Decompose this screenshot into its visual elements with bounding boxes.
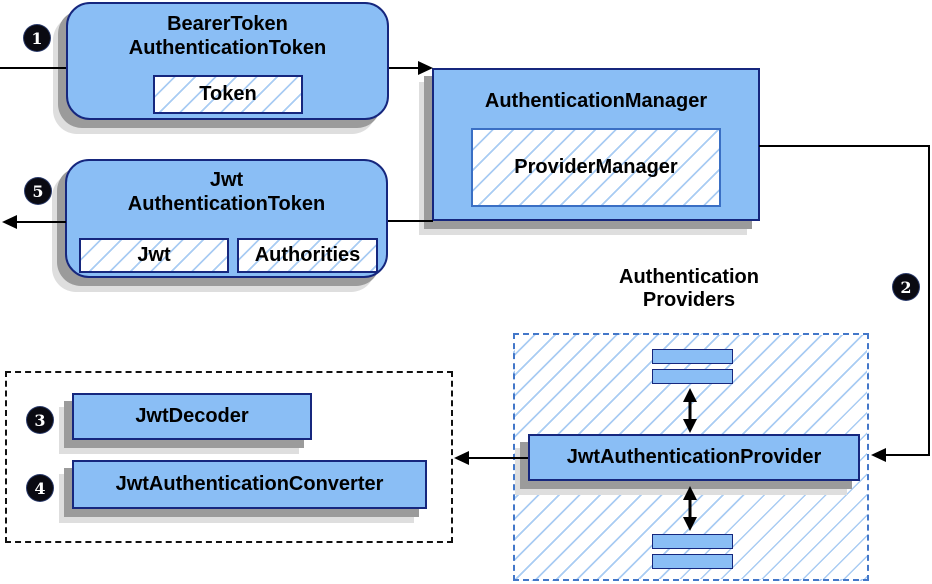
jwt-authentication-converter-label: JwtAuthenticationConverter: [115, 473, 384, 495]
provider-placeholder-bar: [652, 554, 733, 569]
right-arrowhead-icon: [418, 61, 433, 75]
authorities-field: Authorities: [237, 238, 378, 273]
token-field-label: Token: [199, 83, 257, 105]
jwt-token-title-line1: Jwt: [209, 169, 244, 191]
step-badge-5-label: 5: [32, 181, 44, 201]
step-badge-4-label: 4: [34, 478, 46, 498]
authentication-manager-title-text: AuthenticationManager: [484, 90, 708, 112]
jwt-decoder-label: JwtDecoder: [135, 405, 249, 427]
step-badge-2: 2: [893, 274, 919, 300]
left-arrowhead-icon: [2, 215, 17, 229]
bearer-token-title-line1: BearerToken: [167, 13, 288, 35]
decoder-converter-group: [5, 371, 453, 543]
jwt-token-title-line2: AuthenticationToken: [127, 193, 326, 215]
jwt-authentication-token-node: Jwt AuthenticationToken Jwt Authorities: [65, 159, 388, 278]
provider-placeholder-bar: [652, 534, 733, 549]
step-badge-4: 4: [27, 475, 53, 501]
bearer-token-node-title: BearerToken AuthenticationToken: [68, 12, 387, 60]
bearer-token-authentication-token-node: BearerToken AuthenticationToken Token: [66, 2, 389, 120]
provider-placeholder-bar: [652, 369, 733, 384]
bearer-token-title-line2: AuthenticationToken: [128, 37, 327, 59]
jwt-authentication-provider-label: JwtAuthenticationProvider: [566, 446, 822, 468]
jwt-token-node-title: Jwt AuthenticationToken: [67, 168, 386, 216]
jwt-authentication-provider-node: JwtAuthenticationProvider: [528, 434, 860, 481]
jwt-authentication-converter-node: JwtAuthenticationConverter: [72, 460, 427, 509]
step-badge-3: 3: [27, 407, 53, 433]
jwt-decoder-node: JwtDecoder: [72, 393, 312, 440]
step-badge-5: 5: [25, 178, 51, 204]
authorities-field-label: Authorities: [254, 244, 361, 266]
step-badge-1: 1: [24, 25, 50, 51]
jwt-field: Jwt: [79, 238, 229, 273]
authentication-providers-label-line2: Providers: [642, 289, 736, 311]
authentication-manager-node: AuthenticationManager ProviderManager: [432, 68, 760, 221]
authentication-providers-label-line1: Authentication: [619, 266, 759, 288]
left-arrowhead-icon: [454, 451, 469, 465]
step-badge-1-label: 1: [31, 28, 43, 48]
authentication-manager-title: AuthenticationManager: [434, 89, 758, 113]
jwt-field-label: Jwt: [137, 244, 171, 266]
left-arrowhead-icon: [871, 448, 886, 462]
authentication-providers-label: Authentication Providers: [589, 266, 789, 312]
provider-placeholder-bar: [652, 349, 733, 364]
step-badge-2-label: 2: [900, 277, 912, 297]
provider-manager-field: ProviderManager: [471, 128, 721, 207]
step-badge-3-label: 3: [34, 410, 46, 430]
token-field: Token: [153, 75, 303, 114]
provider-manager-label: ProviderManager: [514, 156, 678, 178]
